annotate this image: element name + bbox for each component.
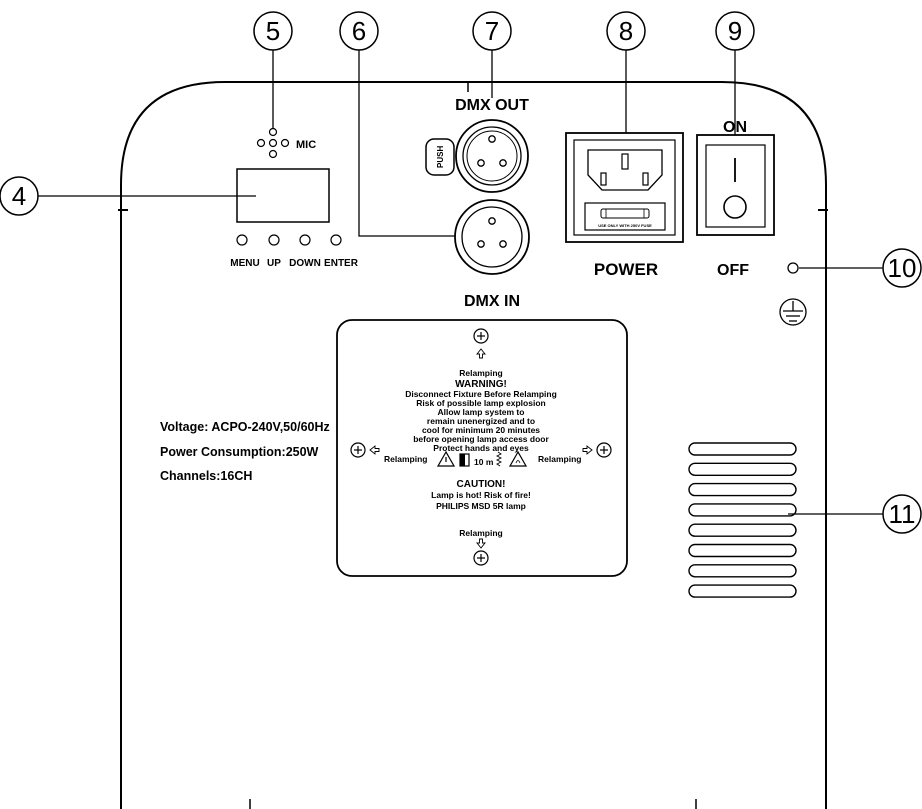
- vent-slots: [688, 442, 797, 598]
- power-switch[interactable]: [696, 134, 775, 236]
- vent-slot: [688, 543, 797, 558]
- ground-screw: [787, 262, 799, 274]
- panel-screw-bottom[interactable]: [473, 550, 489, 566]
- vent-slot: [688, 564, 797, 578]
- fuse-note: USE ONLY WITH 250V FUSE: [598, 223, 652, 228]
- panel-screw-left[interactable]: [350, 442, 366, 458]
- microphone-holes: [256, 127, 290, 159]
- arrow-up-icon: [476, 348, 486, 359]
- callout-10-number: 10: [888, 253, 917, 283]
- fuse: [600, 208, 650, 219]
- arrow-left-icon: [369, 445, 380, 455]
- panel-top-label: Relamping: [459, 368, 502, 378]
- panel-bottom-label: Relamping: [459, 528, 502, 538]
- menu-button[interactable]: [236, 234, 248, 246]
- up-button[interactable]: [268, 234, 280, 246]
- power-label: POWER: [594, 260, 658, 279]
- panel-screw-right[interactable]: [596, 442, 612, 458]
- vent-slot: [688, 503, 797, 517]
- earth-ground-icon: [779, 298, 807, 326]
- distance-label: 10 m: [474, 457, 494, 467]
- panel-right-label: Relamping: [538, 454, 581, 464]
- dmx-out-label: DMX OUT: [455, 97, 529, 114]
- switch-on-label: ON: [723, 119, 747, 136]
- enter-button[interactable]: [330, 234, 342, 246]
- spec-voltage: Voltage: ACPO-240V,50/60Hz: [160, 420, 330, 434]
- panel-screw-top[interactable]: [473, 328, 489, 344]
- dmx-in-label: DMX IN: [464, 293, 520, 310]
- down-button-label: DOWN: [289, 258, 321, 269]
- vent-slot: [688, 442, 797, 456]
- up-button-label: UP: [267, 258, 281, 269]
- warning-line: remain unenergized and to: [427, 416, 535, 426]
- menu-button-label: MENU: [230, 258, 259, 269]
- distance-spring-icon: [495, 451, 503, 467]
- callout-8-number: 8: [619, 16, 633, 46]
- vent-slot: [688, 523, 797, 537]
- callout-9-number: 9: [728, 16, 742, 46]
- warning-line: cool for minimum 20 minutes: [422, 425, 540, 435]
- hot-surface-icon: [508, 450, 528, 467]
- control-buttons: [236, 234, 342, 246]
- arrow-right-icon: [582, 445, 593, 455]
- dmx-in-connector: [454, 199, 530, 275]
- callout-4-number: 4: [12, 181, 26, 211]
- caution-title: CAUTION!: [457, 479, 506, 490]
- warning-title: WARNING!: [455, 379, 507, 390]
- caution-line: Lamp is hot! Risk of fire!: [431, 490, 531, 500]
- push-label: PUSH: [436, 146, 445, 168]
- panel-left-label: Relamping: [384, 454, 427, 464]
- warning-triangle-icon: [436, 450, 456, 467]
- switch-off-label: OFF: [717, 262, 749, 279]
- spec-power-consumption: Power Consumption:250W: [160, 445, 319, 459]
- dmx-out-connector: PUSH: [425, 119, 529, 193]
- callout-6-number: 6: [352, 16, 366, 46]
- push-latch: [425, 138, 455, 176]
- enter-button-label: ENTER: [324, 258, 359, 269]
- vent-slot: [688, 584, 797, 598]
- warning-line: Disconnect Fixture Before Relamping: [405, 389, 557, 399]
- housing-outline: [120, 81, 827, 809]
- callout-6-leader: [358, 50, 455, 237]
- callout-5-number: 5: [266, 16, 280, 46]
- vent-slot: [688, 482, 797, 497]
- spec-channels: Channels:16CH: [160, 469, 252, 483]
- down-button[interactable]: [299, 234, 311, 246]
- callout-7-number: 7: [485, 16, 499, 46]
- lamp-access-panel: Relamping WARNING! Disconnect Fixture Be…: [336, 319, 628, 577]
- caution-line: PHILIPS MSD 5R lamp: [436, 501, 526, 511]
- arrow-down-icon: [476, 538, 486, 549]
- uv-lamp-icon: [459, 453, 470, 467]
- vent-slot: [688, 462, 797, 476]
- warning-line: Risk of possible lamp explosion: [416, 398, 545, 408]
- lcd-display: [236, 168, 330, 223]
- callout-11-number: 11: [889, 499, 916, 529]
- fuse-holder: [584, 202, 666, 231]
- power-inlet: USE ONLY WITH 250V FUSE: [565, 132, 684, 243]
- warning-line: before opening lamp access door: [413, 434, 549, 444]
- mic-label: MIC: [296, 139, 316, 151]
- warning-line: Protect hands and eyes: [433, 443, 529, 453]
- warning-line: Allow lamp system to: [438, 407, 525, 417]
